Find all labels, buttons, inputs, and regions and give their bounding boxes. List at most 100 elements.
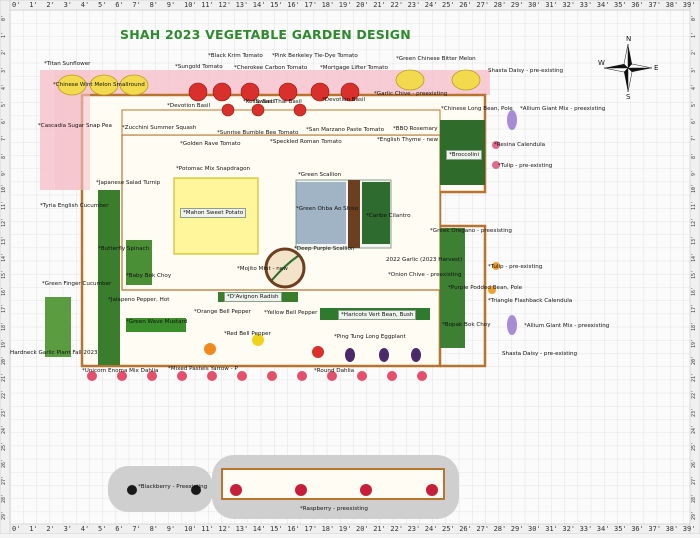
label-tyria[interactable]: *Tyria English Cucumber [40, 203, 109, 209]
label-mixed-pastels[interactable]: *Mixed Pastels Yarrow - P [168, 366, 238, 372]
label-chinese-wm[interactable]: *Chinese Wint Melon Smallround [53, 82, 145, 88]
label-kosie[interactable]: *Kosie Basil [243, 99, 276, 105]
label-haricots[interactable]: *Haricots Vert Bean, Bush [338, 310, 417, 320]
right-bed-outline [430, 224, 487, 368]
ruler-bottom-tick: 24' [424, 525, 438, 533]
label-raspberry[interactable]: *Raspberry - preexisting [300, 506, 368, 512]
label-tulip-mid[interactable]: *Tulip - pre-existing [488, 264, 543, 270]
label-potomac[interactable]: *Potomac Mix Snapdragon [176, 166, 251, 172]
ruler-top-tick: 12' [218, 1, 232, 9]
ruler-right-tick: 11' [691, 201, 697, 211]
ruler-bottom-tick: 22' [390, 525, 404, 533]
ruler-top-tick: 26' [459, 1, 472, 9]
ruler-right-tick: 15' [691, 269, 697, 279]
ruler-left-tick: 19' [1, 338, 7, 348]
ruler-top-tick: 27' [476, 1, 490, 9]
ruler-bottom-tick: 26' [459, 525, 472, 533]
ruler-bottom-tick: 20' [356, 525, 369, 533]
label-butterfly[interactable]: *Butterfly Spinach [98, 246, 150, 252]
label-sungold[interactable]: *Sungold Tomato [175, 64, 223, 70]
label-japanese-turnip[interactable]: *Japanese Salad Turnip [96, 180, 161, 186]
label-blackberry[interactable]: *Blackberry - Preexisting [138, 484, 208, 490]
label-chinese-long[interactable]: *Chinese Long Bean, Pole [441, 106, 513, 112]
label-devotion-2[interactable]: *Devotion Basil [322, 97, 366, 103]
label-devotion-1[interactable]: *Devotion Basil [167, 103, 211, 109]
label-davignon[interactable]: *D'Avignon Radish [224, 292, 282, 302]
label-mahon[interactable]: *Mahon Sweet Potato [180, 208, 247, 218]
ruler-right-tick: 3' [691, 66, 697, 73]
label-golden-rave[interactable]: *Golden Rave Tomato [180, 141, 241, 147]
label-ping-tung[interactable]: *Ping Tung Long Eggplant [334, 334, 406, 340]
melons [57, 69, 481, 96]
ruler-top-tick: 33' [579, 1, 593, 9]
ruler-left-tick: 4' [1, 83, 7, 90]
ruler-bottom-tick: 5' [98, 525, 107, 533]
ruler-bottom-tick: 38' [665, 525, 679, 533]
ruler-left-tick: 24' [1, 424, 7, 434]
label-english-thyme[interactable]: *English Thyme - new [377, 137, 439, 143]
ruler-top-tick: 13' [235, 1, 249, 9]
label-sunrise[interactable]: *Sunrise Bumble Bee Tomato [217, 130, 299, 136]
label-tulip-top[interactable]: *Tulip - pre-existing [498, 163, 553, 169]
ruler-left-tick: 25' [1, 441, 7, 451]
ruler-left-tick: 23' [1, 407, 7, 417]
ruler-left-tick: 3' [1, 66, 7, 73]
label-baby-bok[interactable]: *Baby Bok Choy [126, 273, 172, 279]
label-resina[interactable]: *Resina Calendula [494, 142, 546, 148]
label-san-marzano[interactable]: *San Marzano Paste Tomato [306, 127, 385, 133]
label-green-bitter[interactable]: *Green Chinese Bitter Melon [396, 56, 476, 62]
label-green-shiso[interactable]: *Green Ohba Ao Shiso [296, 206, 359, 212]
label-green-scallion[interactable]: *Green Scallion [298, 172, 342, 178]
label-green-wave[interactable]: *Green Wave Mustard [126, 319, 188, 325]
label-zucchini[interactable]: *Zucchini Summer Squash [122, 125, 197, 131]
label-orange-bell[interactable]: *Orange Bell Pepper [194, 309, 251, 315]
label-purple-podded[interactable]: *Purple Podded Bean, Pole [448, 285, 523, 291]
label-mojito[interactable]: *Mojito Mint - new [237, 266, 288, 272]
label-greek-oregano[interactable]: *Greek Oregano - preexisting [430, 228, 512, 234]
label-sweet-thai[interactable]: *Sweet Thai Basil [253, 99, 302, 105]
label-pink-berkeley[interactable]: *Pink Berkeley Tie-Dye Tomato [272, 53, 358, 59]
label-triangle[interactable]: *Triangle Flashback Calendula [488, 298, 573, 304]
label-bopak[interactable]: *Bopak Bok Choy [442, 322, 491, 328]
ruler-top-tick: 11' [201, 1, 214, 9]
label-allium-bot[interactable]: *Allium Giant Mix - preexisting [524, 323, 610, 329]
label-bbq-rosemary[interactable]: *BBQ Rosemary [393, 126, 438, 132]
label-black-krim[interactable]: *Black Krim Tomato [208, 53, 263, 59]
label-green-finger[interactable]: *Green Finger Cucumber [42, 281, 112, 287]
label-cherokee[interactable]: *Cherokee Carbon Tomato [234, 65, 308, 71]
label-yellow-bell[interactable]: *Yellow Bell Pepper [264, 310, 318, 316]
ruler-right-tick: 7' [691, 135, 697, 142]
label-jalapeno[interactable]: *Jalapeno Pepper, Hot [108, 297, 170, 303]
label-red-bell[interactable]: *Red Bell Pepper [224, 331, 271, 337]
ruler-bottom-tick: 27' [476, 525, 490, 533]
label-speckled[interactable]: *Speckled Roman Tomato [270, 139, 342, 145]
label-unicorn[interactable]: *Unicorn Enoma Mix Dahlia [82, 368, 159, 374]
label-round-dahlia[interactable]: *Round Dahlia [314, 368, 355, 374]
ruler-left-tick: 27' [1, 476, 7, 486]
ruler-top-tick: 18' [321, 1, 335, 9]
label-allium-top[interactable]: *Allium Giant Mix - preexisting [520, 106, 606, 112]
ruler-left-tick: 21' [1, 373, 7, 383]
ruler-top-tick: 10' [184, 1, 197, 9]
ruler-bottom-tick: 35' [614, 525, 627, 533]
label-titan-sunflower[interactable]: *Titan Sunflower [44, 61, 91, 67]
peppers [204, 334, 421, 362]
label-onion-chive[interactable]: *Onion Chive - preexisting [388, 272, 462, 278]
label-caribe[interactable]: *Caribe Cilantro [366, 213, 411, 219]
label-mortgage[interactable]: *Mortgage Lifter Tomato [320, 65, 388, 71]
label-broccolini[interactable]: *Broccolini [446, 150, 483, 160]
label-garlic-2022[interactable]: 2022 Garlic (2023 Harvest) [386, 257, 463, 263]
ruler-top-tick: 31' [545, 1, 558, 9]
label-garlic-chive[interactable]: *Garlic Chive - preexisting [374, 91, 448, 97]
label-shasta-top[interactable]: Shasta Daisy - pre-existing [488, 68, 564, 74]
label-cascadia[interactable]: *Cascadia Sugar Snap Pea [38, 123, 112, 129]
label-deep-purple[interactable]: *Deep Purple Scallion [294, 246, 355, 252]
label-shasta-bot[interactable]: Shasta Daisy - pre-existing [502, 351, 578, 357]
ruler-right-tick: 13' [691, 235, 697, 245]
label-hardneck[interactable]: Hardneck Garlic Plant Fall 2023 [10, 350, 98, 356]
ruler-left-tick: 8' [1, 152, 7, 159]
ruler-top-tick: 5' [98, 1, 107, 9]
compass-e: E [654, 64, 659, 72]
